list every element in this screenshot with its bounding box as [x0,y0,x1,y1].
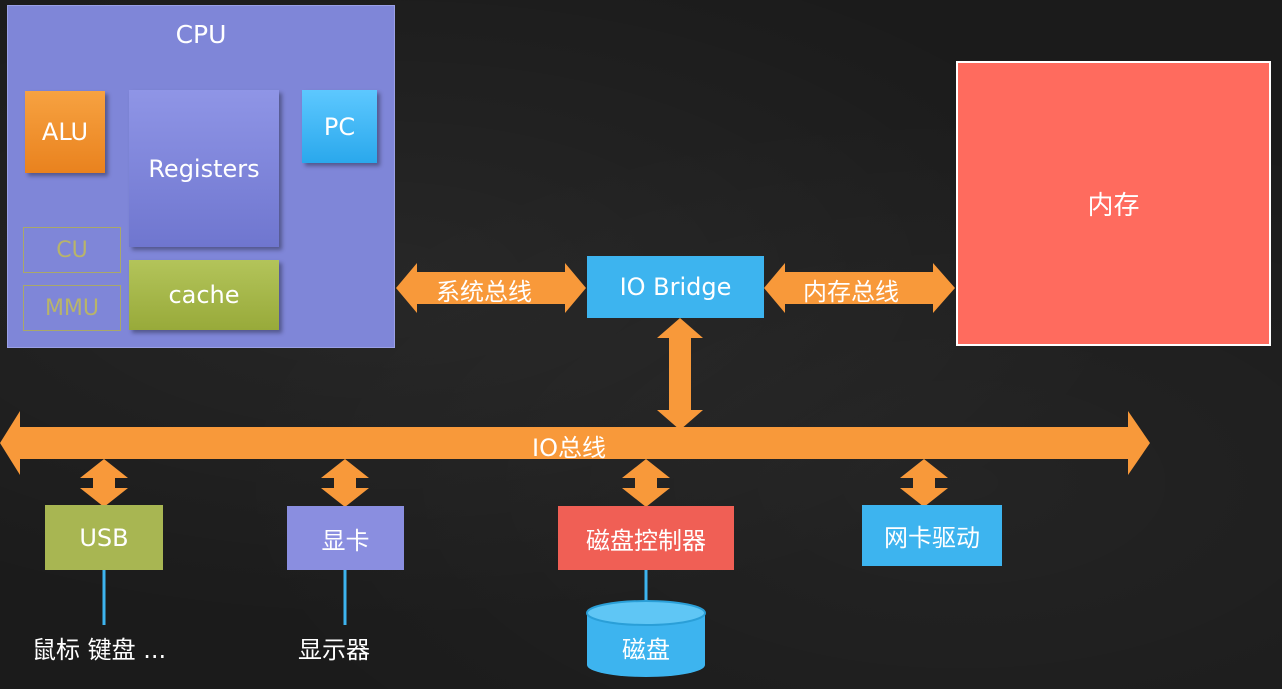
nic-box: 网卡驱动 [862,505,1002,566]
alu-box: ALU [25,91,105,173]
io-bridge-box: IO Bridge [587,256,764,318]
pc-box: PC [302,90,377,163]
memory-block: 内存 [956,61,1271,346]
disk-controller-box: 磁盘控制器 [558,506,734,570]
system-bus-arrow [396,263,586,313]
io-bus-arrow [0,411,1150,475]
nic-arrow [900,459,948,507]
usb-peripherals-label: 鼠标 键盘 ... [32,636,167,664]
usb-arrow [80,459,128,507]
memory-bus-label: 内存总线 [803,278,899,306]
gpu-box: 显卡 [287,506,404,570]
cpu-title: CPU [175,20,227,49]
usb-box: USB [45,505,163,570]
cu-box: CU [23,227,121,273]
disk-label: 磁盘 [622,636,670,664]
registers-box: Registers [129,90,279,247]
mmu-box: MMU [23,285,121,331]
gpu-arrow [321,459,369,507]
io-bus-label: IO总线 [532,434,606,462]
display-label: 显示器 [298,636,370,664]
system-bus-label: 系统总线 [436,278,532,306]
disk-cylinder-icon [586,600,706,677]
io-bridge-vertical-arrow [657,318,703,430]
memory-bus-arrow [764,263,955,313]
cache-box: cache [129,260,279,330]
disk-controller-arrow [622,459,670,507]
